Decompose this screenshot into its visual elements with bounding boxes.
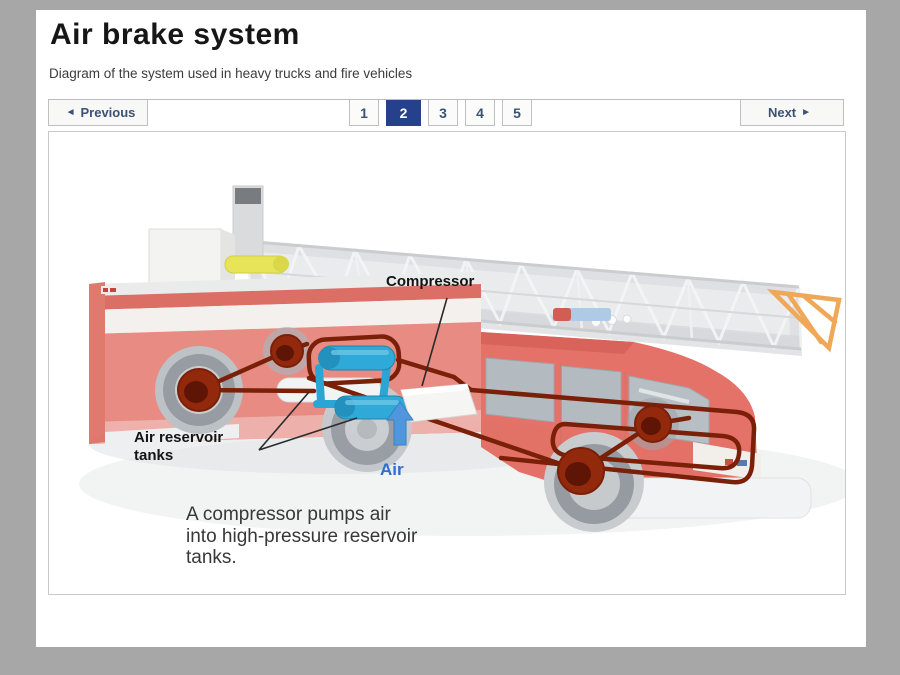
brake-chambers <box>177 334 672 495</box>
caption-line2: into high-pressure reservoir <box>186 525 418 547</box>
air-reservoir-tanks-label: Air reservoir tanks <box>134 429 223 464</box>
page-title: Air brake system <box>50 18 300 51</box>
air-reservoir-tanks <box>313 345 408 420</box>
next-button[interactable]: Next ► <box>740 100 844 126</box>
page-button-2-active[interactable]: 2 <box>386 100 421 126</box>
truck-illustration <box>79 185 845 536</box>
air-flow-arrow-icon <box>386 401 414 446</box>
air-reservoir-label-line1: Air reservoir <box>134 429 224 446</box>
page-subtitle: Diagram of the system used in heavy truc… <box>49 66 413 81</box>
nav-spacer-left <box>148 100 349 127</box>
page-button-4[interactable]: 4 <box>465 100 495 126</box>
yellow-hose <box>224 255 289 274</box>
diagram-caption: A compressor pumps air into high-pressur… <box>186 504 526 569</box>
nav-spacer-right <box>539 100 740 127</box>
caption-line1: A compressor pumps air <box>186 504 391 525</box>
aerial-ladder <box>242 239 803 356</box>
label-pointer-lines <box>258 297 448 451</box>
page-button-3[interactable]: 3 <box>428 100 458 126</box>
pagination-bar: ◄ Previous 1 2 3 4 5 Next ► <box>48 99 844 127</box>
previous-button[interactable]: ◄ Previous <box>48 100 148 126</box>
previous-arrow-icon: ◄ <box>65 107 76 118</box>
caption-line3: tanks. <box>186 547 237 569</box>
outrigger-bracket <box>766 288 842 353</box>
compressor-label: Compressor <box>386 273 475 290</box>
previous-label: Previous <box>80 105 136 120</box>
upper-tank <box>318 345 396 371</box>
content-page: Air brake system Diagram of the system u… <box>36 10 866 647</box>
air-reservoir-label-line2: tanks <box>134 446 174 464</box>
diagram-panel: Compressor Air reservoir tanks Air A com… <box>48 131 846 595</box>
cab <box>481 308 761 500</box>
compressor-unit <box>400 383 478 423</box>
air-label: Air <box>380 460 404 479</box>
lower-tank <box>334 395 408 420</box>
page-button-5[interactable]: 5 <box>502 100 532 126</box>
page-number-group: 1 2 3 4 5 <box>349 100 539 127</box>
page-button-1[interactable]: 1 <box>349 100 379 126</box>
ladder-tower <box>232 185 264 265</box>
next-label: Next <box>767 105 797 120</box>
next-arrow-icon: ► <box>801 107 812 118</box>
